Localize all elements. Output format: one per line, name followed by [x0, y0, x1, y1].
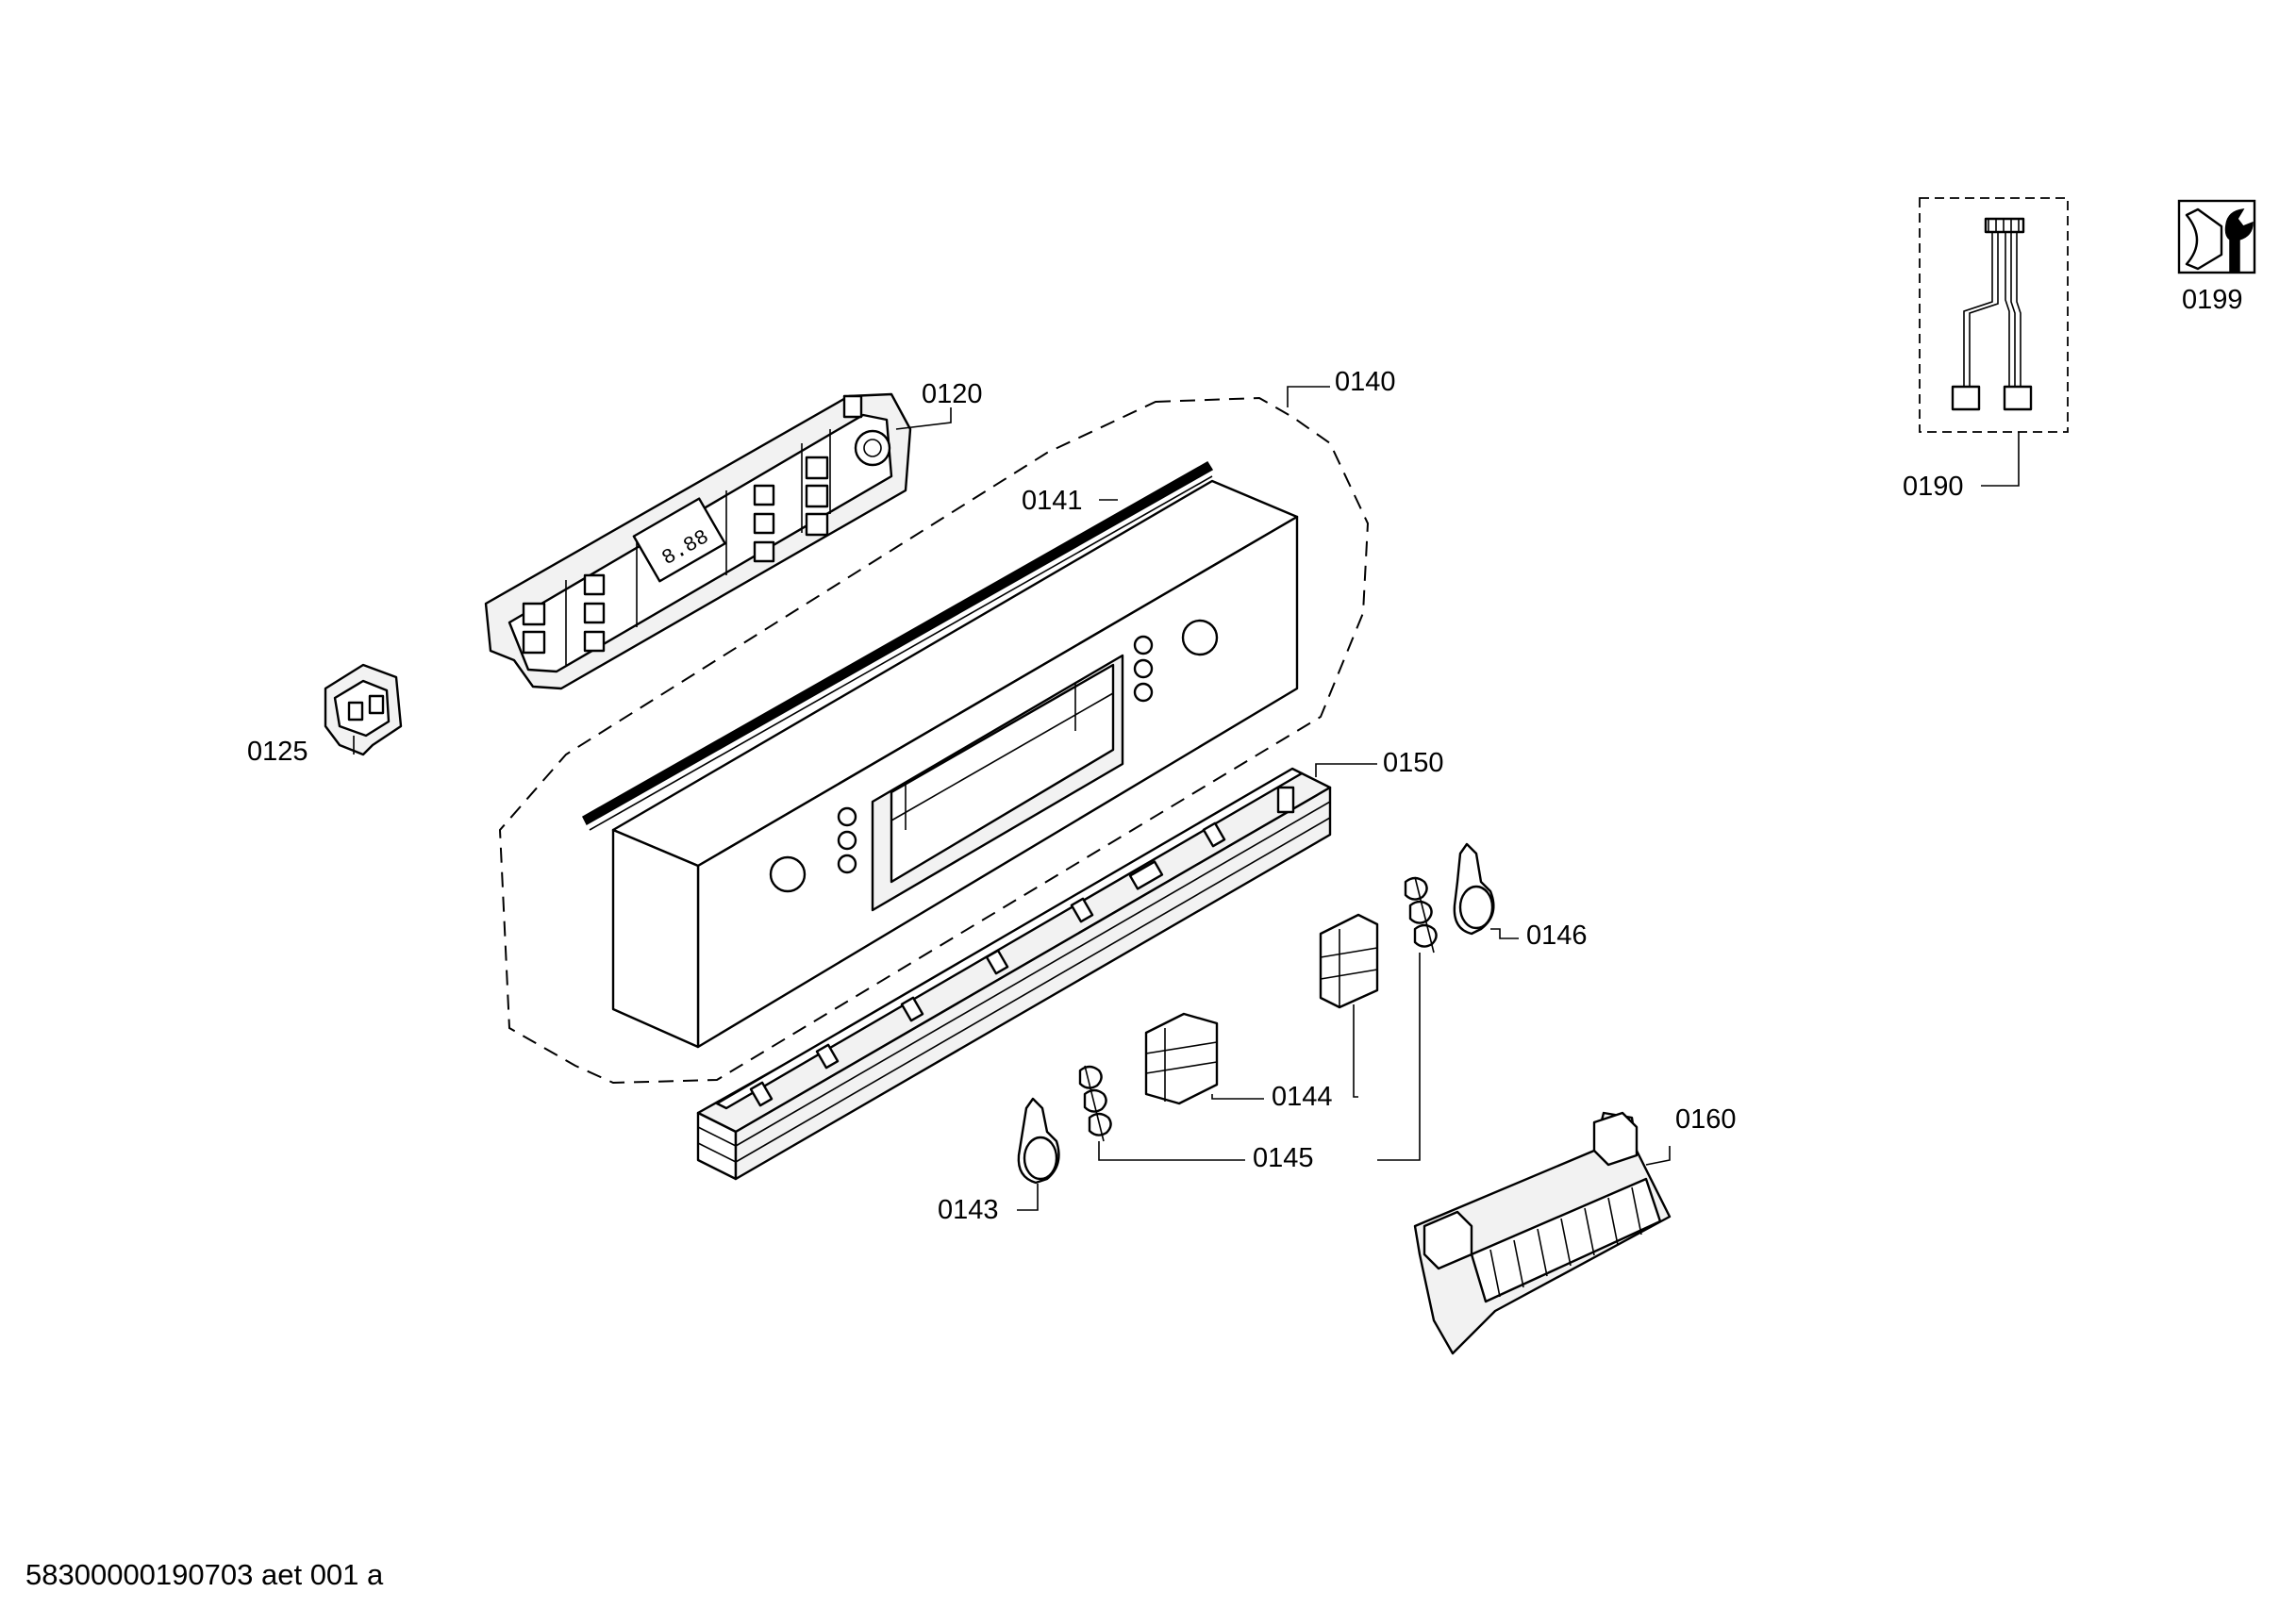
- part-0150-control-strip[interactable]: [696, 767, 1332, 1181]
- label-0160: 0160: [1675, 1104, 1737, 1135]
- part-0140-group-outline: [498, 396, 1370, 1085]
- label-0140: 0140: [1335, 367, 1396, 397]
- part-0141-seal-strip[interactable]: [582, 460, 1214, 831]
- label-0141: 0141: [1022, 486, 1083, 516]
- part-0140-control-panel[interactable]: [611, 479, 1299, 1049]
- label-0143: 0143: [938, 1195, 999, 1225]
- part-0145-button-group-right[interactable]: [1404, 876, 1438, 954]
- part-0143-knob[interactable]: [1017, 1097, 1060, 1185]
- label-0144: 0144: [1272, 1082, 1333, 1112]
- part-0199-tool-icon[interactable]: [2177, 199, 2256, 274]
- label-0125: 0125: [247, 737, 308, 767]
- part-0144-button-block-left[interactable]: [1144, 1012, 1219, 1105]
- part-0125-connector-clip[interactable]: [324, 663, 403, 756]
- label-0145: 0145: [1253, 1143, 1314, 1173]
- part-0190-wire-harness[interactable]: [1919, 197, 2069, 433]
- label-0146: 0146: [1526, 921, 1588, 951]
- part-0120-control-module[interactable]: 8.88: [484, 392, 912, 690]
- drawing-reference: 58300000190703 aet 001 a: [25, 1558, 384, 1591]
- label-0150: 0150: [1383, 748, 1444, 778]
- label-0120: 0120: [922, 379, 983, 409]
- part-0146-knob[interactable]: [1453, 842, 1495, 936]
- part-0160-bracket[interactable]: [1413, 1111, 1672, 1355]
- part-0145-button-group-left[interactable]: [1078, 1065, 1112, 1142]
- label-0190: 0190: [1903, 472, 1964, 502]
- part-0144-button-block-right[interactable]: [1319, 913, 1379, 1009]
- label-0199: 0199: [2182, 285, 2243, 315]
